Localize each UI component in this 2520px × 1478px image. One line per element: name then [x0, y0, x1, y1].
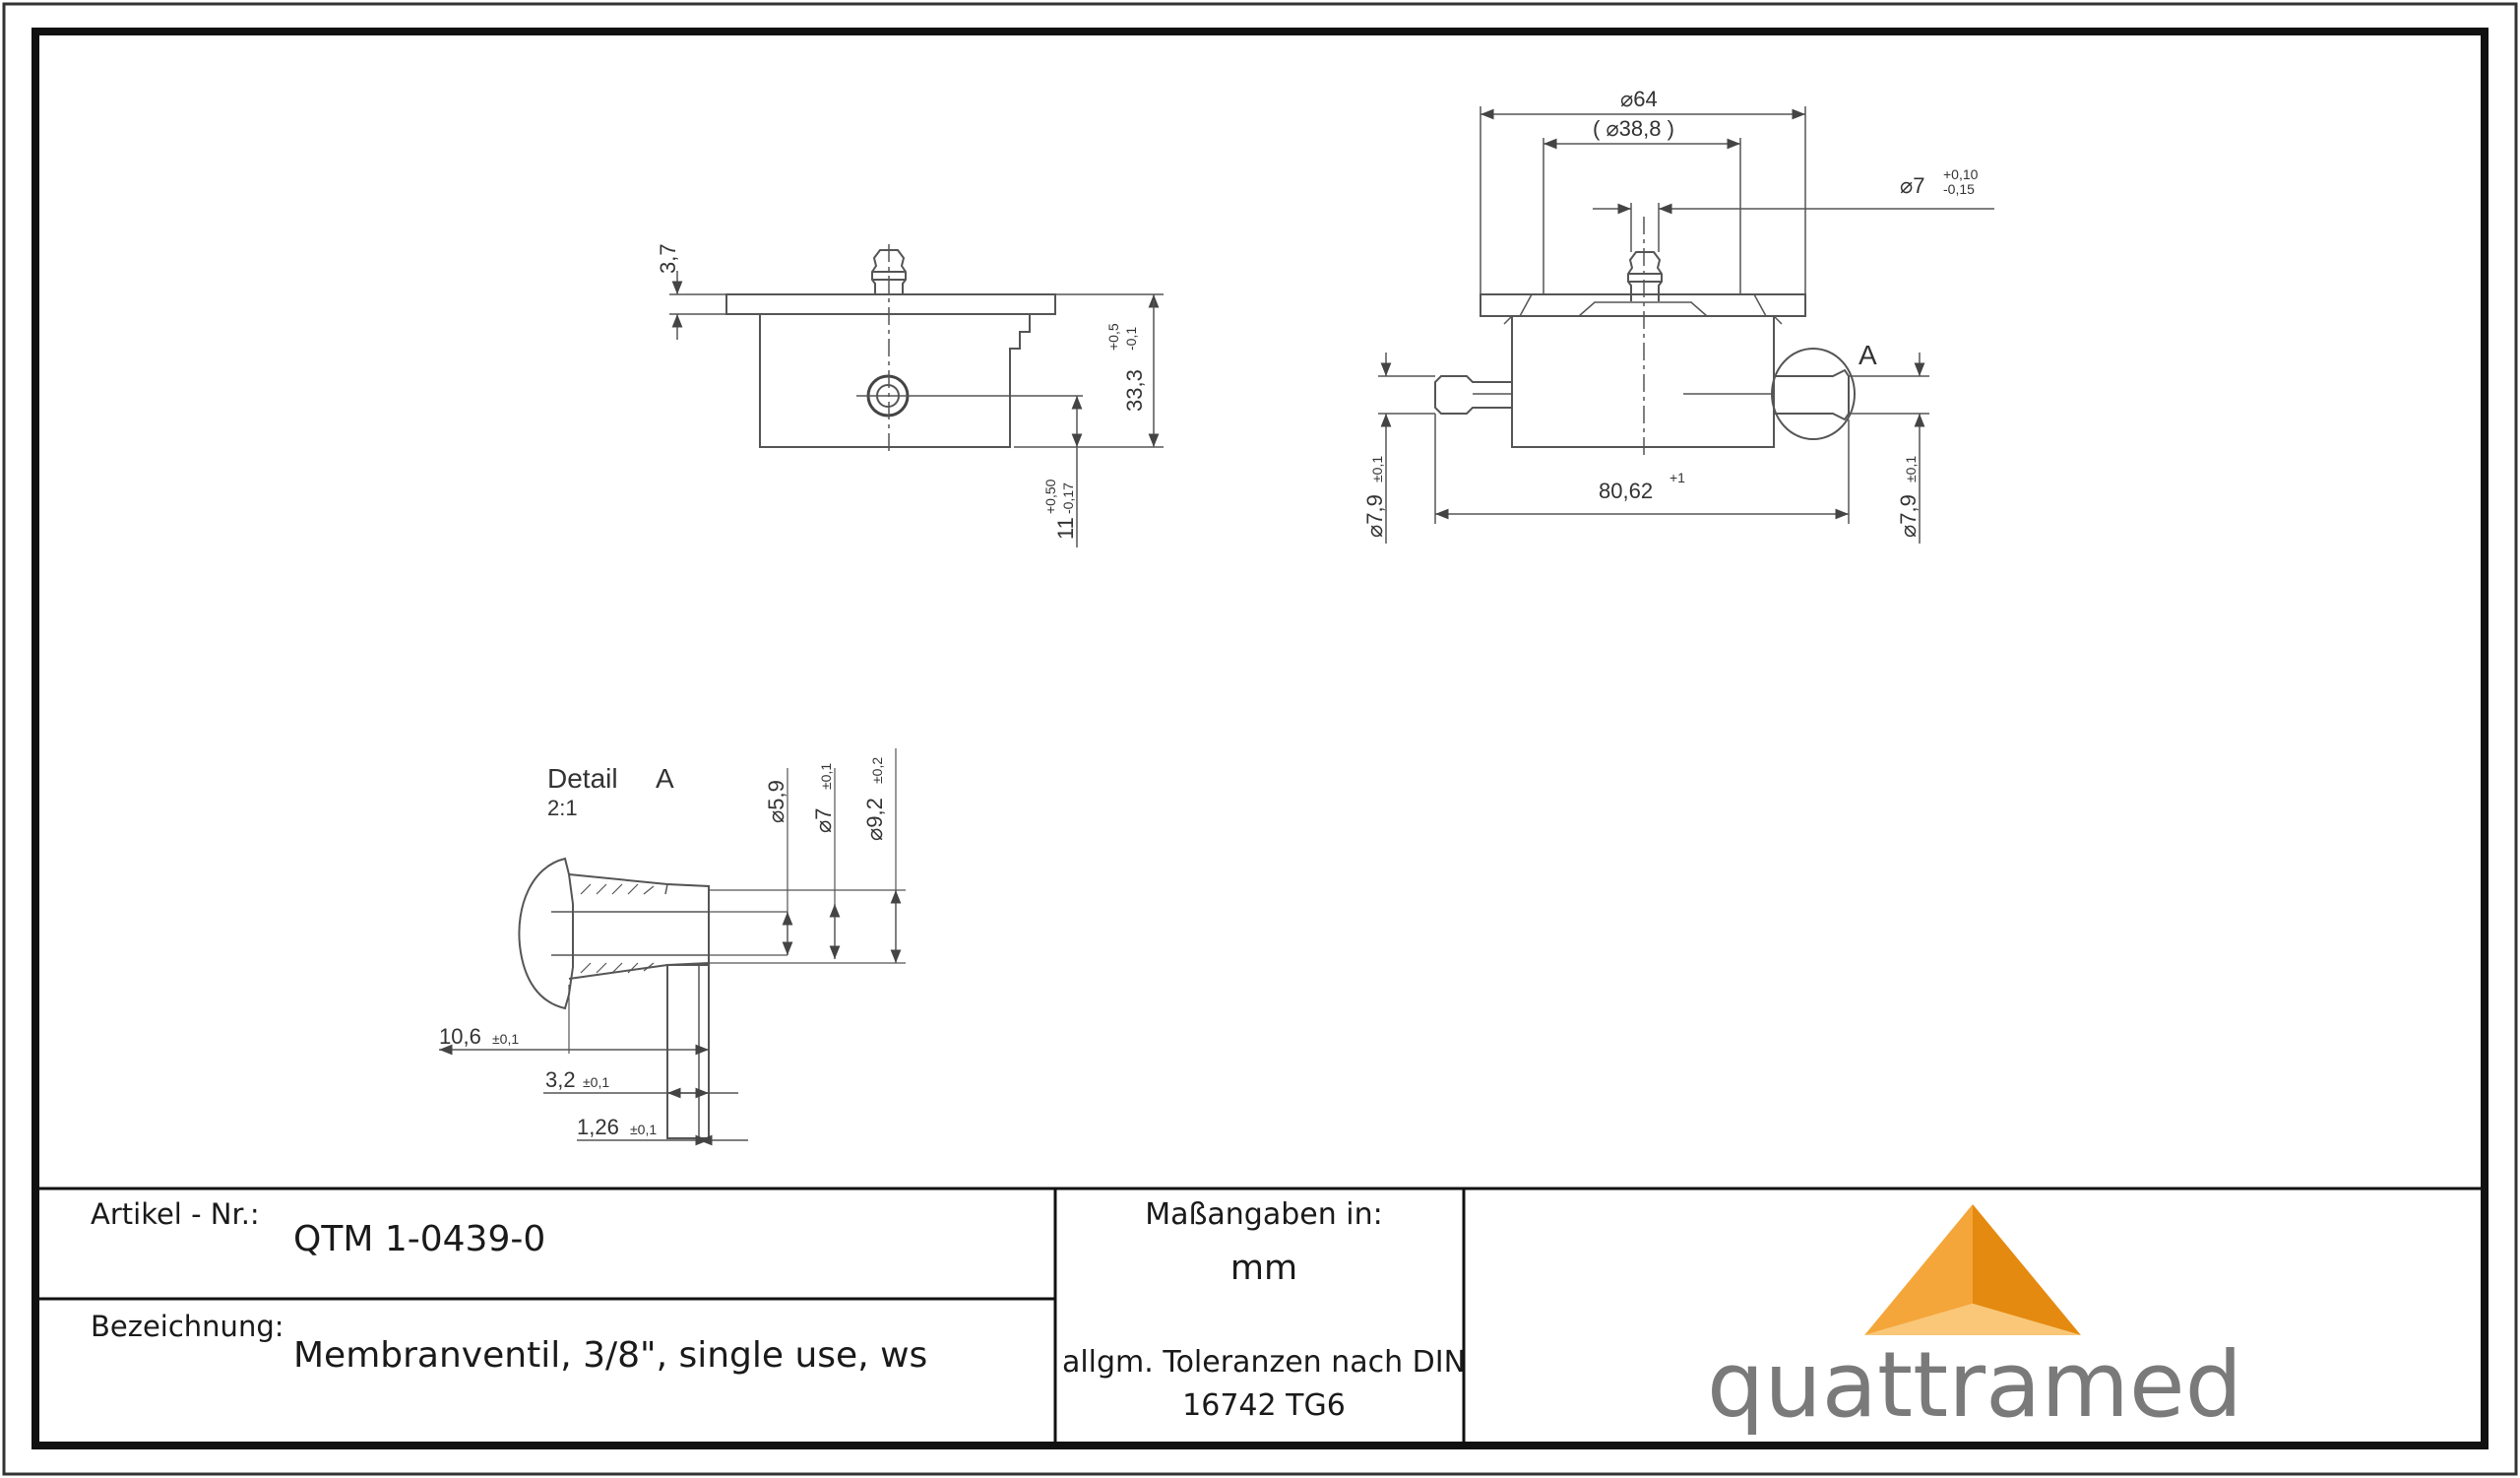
dim-detail-len2: 3,2	[545, 1067, 576, 1092]
detail-a-scale: 2:1	[547, 796, 578, 820]
detail-a-head	[518, 857, 574, 1010]
front-pin	[1627, 251, 1663, 301]
dim-detail-len1: 10,6	[439, 1024, 481, 1049]
logo-pyramid-base	[1864, 1304, 2081, 1335]
front-left-port	[1434, 375, 1512, 415]
dim-side-height-tol-lower: -0,1	[1123, 327, 1139, 351]
logo-pyramid-left	[1864, 1204, 1973, 1335]
dim-front-pin-tol-lower: -0,15	[1943, 181, 1975, 197]
detail-a-marker: A	[1858, 340, 1877, 370]
detail-a-view	[439, 748, 906, 1146]
tolerance-line-2: 16742 TG6	[1182, 1388, 1346, 1423]
dim-front-pin-dia: ⌀7	[1900, 173, 1924, 198]
title-block-grid	[35, 1187, 2485, 1446]
detail-a-title: Detail	[547, 763, 618, 794]
artikel-label: Artikel - Nr.:	[91, 1197, 260, 1231]
dim-front-pin-tol-upper: +0,10	[1943, 166, 1979, 182]
dim-front-right-port-tol: ±0,1	[1903, 456, 1919, 482]
detail-a-stem	[666, 964, 710, 1139]
dim-side-port: 11	[1053, 517, 1078, 540]
dim-detail-len1-tol: ±0,1	[492, 1031, 519, 1047]
quattramed-logo: quattramed	[1707, 1204, 2242, 1438]
dim-detail-len3: 1,26	[577, 1115, 619, 1139]
units-label: Maßangaben in:	[1145, 1197, 1383, 1232]
front-view	[1378, 106, 1994, 544]
tolerance-line-1: allgm. Toleranzen nach DIN	[1061, 1345, 1467, 1380]
detail-a-circle	[1771, 348, 1856, 440]
dim-side-port-tol-upper: +0,50	[1042, 479, 1058, 514]
dim-front-left-port: ⌀7,9	[1362, 494, 1387, 538]
dim-front-outer-dia: ⌀64	[1620, 87, 1658, 111]
dim-side-height-tol-upper: +0,5	[1105, 323, 1121, 351]
dim-front-inner-dia: ( ⌀38,8 )	[1593, 116, 1674, 141]
dim-side-top: 3,7	[656, 243, 680, 274]
dim-front-right-port: ⌀7,9	[1896, 494, 1921, 538]
dim-side-height: 33,3	[1122, 369, 1147, 412]
front-body	[1511, 316, 1775, 448]
dim-detail-d2-tol: ±0,1	[818, 763, 834, 790]
front-right-port	[1774, 368, 1850, 421]
artikel-value: QTM 1-0439-0	[293, 1219, 546, 1259]
dim-front-length: 80,62	[1599, 479, 1653, 503]
dim-front-left-port-tol: ±0,1	[1369, 456, 1385, 482]
dim-detail-d3-tol: ±0,2	[869, 757, 885, 784]
dim-detail-d2: ⌀7	[811, 808, 836, 833]
side-view	[669, 244, 1164, 547]
dim-detail-d1: ⌀5,9	[764, 780, 788, 823]
side-body	[759, 314, 1031, 448]
dim-detail-len2-tol: ±0,1	[583, 1074, 609, 1090]
detail-a-letter: A	[656, 763, 674, 794]
logo-pyramid-right	[1973, 1204, 2081, 1335]
dim-detail-d3: ⌀9,2	[862, 798, 887, 841]
dim-front-length-tol: +1	[1670, 470, 1685, 485]
inner-frame	[32, 28, 2488, 1449]
units-value: mm	[1229, 1249, 1298, 1288]
logo-text: quattramed	[1707, 1332, 2242, 1438]
front-top-plate	[1480, 293, 1806, 317]
side-flange	[725, 293, 1056, 315]
bezeichnung-value: Membranventil, 3/8", single use, ws	[293, 1335, 928, 1376]
detail-a-barb	[568, 873, 710, 980]
bezeichnung-label: Bezeichnung:	[91, 1310, 284, 1343]
dim-detail-len3-tol: ±0,1	[630, 1122, 657, 1137]
dim-side-port-tol-lower: -0,17	[1060, 482, 1076, 514]
